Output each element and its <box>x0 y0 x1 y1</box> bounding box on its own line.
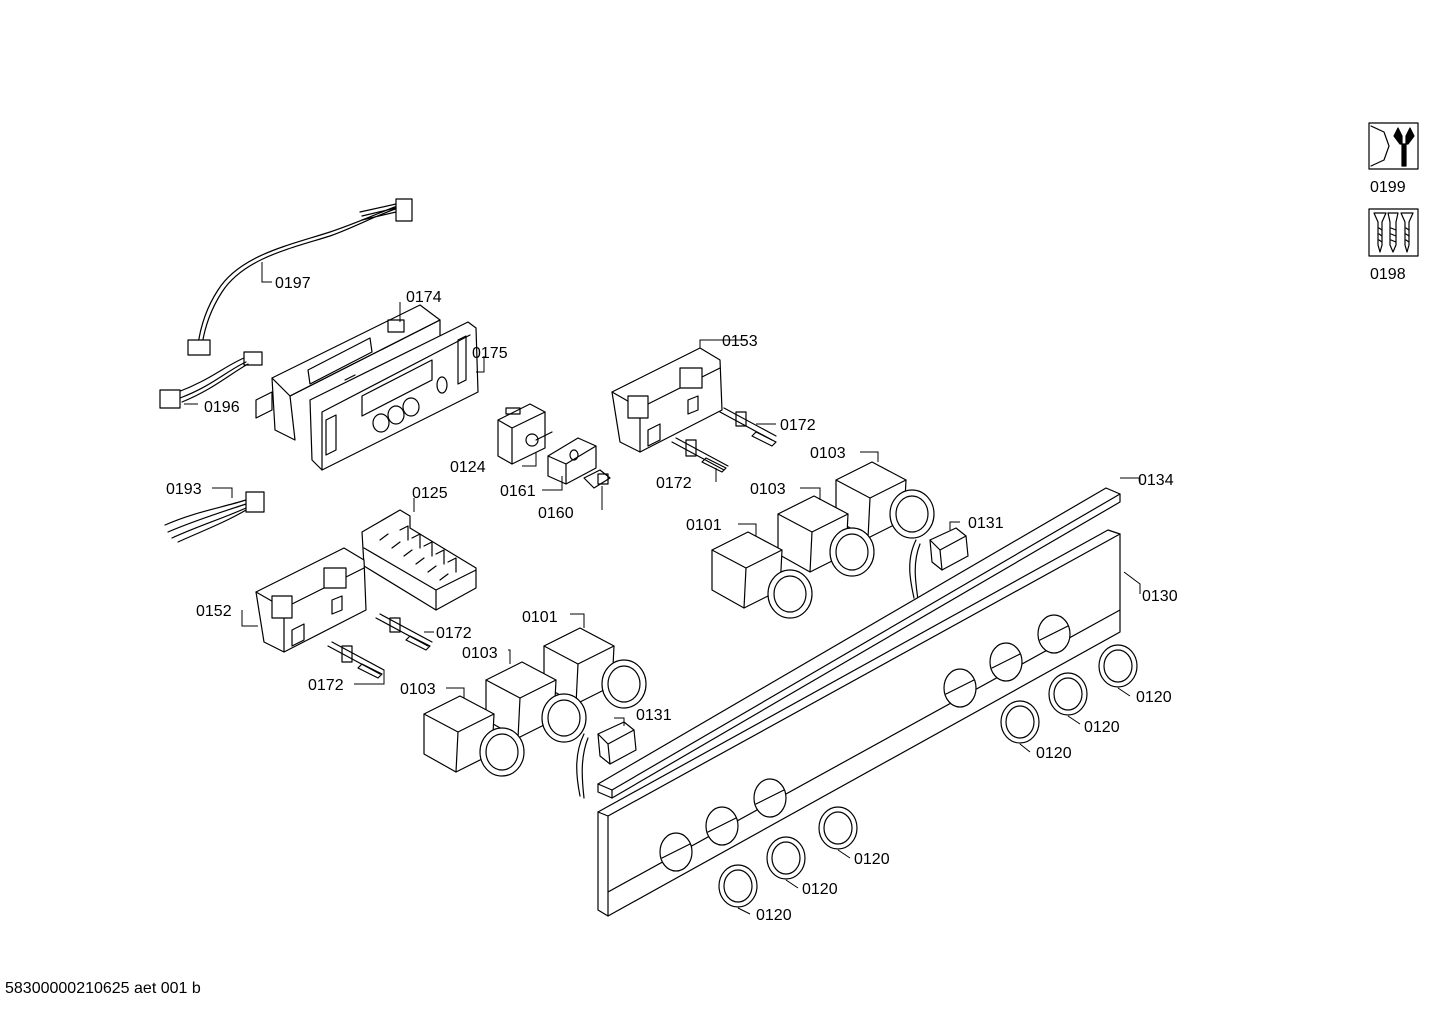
callout-0120-e: 0120 <box>802 881 838 898</box>
part-0120-ring-c[interactable] <box>1000 700 1040 744</box>
callout-0120-d: 0120 <box>854 851 890 868</box>
screws-icon <box>1368 208 1419 257</box>
part-0124-thermostat[interactable] <box>497 403 553 465</box>
part-0131-ignition-b[interactable] <box>576 721 637 799</box>
callout-0103-lower-a: 0103 <box>462 645 498 662</box>
screws-icon-group[interactable]: 0198 <box>1368 208 1419 283</box>
callout-0120-b: 0120 <box>1084 719 1120 736</box>
part-0131-ignition-a[interactable] <box>909 527 969 601</box>
part-0103-burner-switch-c[interactable] <box>485 661 587 743</box>
part-0101-burner-switch[interactable] <box>711 531 813 619</box>
callout-0120-f: 0120 <box>756 907 792 924</box>
callout-0125: 0125 <box>412 485 448 502</box>
part-0172-switch-b[interactable] <box>671 437 729 473</box>
part-0152-relay-board[interactable] <box>255 547 367 653</box>
callout-0175: 0175 <box>472 345 508 362</box>
callout-0103-upper-a: 0103 <box>810 445 846 462</box>
part-0120-ring-b[interactable] <box>1048 672 1088 716</box>
part-0153-relay-board[interactable] <box>611 347 723 453</box>
callout-0174: 0174 <box>406 289 442 306</box>
callout-0101-lower: 0101 <box>522 609 558 626</box>
part-0172-switch-c[interactable] <box>375 613 433 651</box>
callout-0134: 0134 <box>1138 472 1174 489</box>
part-0120-ring-a[interactable] <box>1098 644 1138 688</box>
part-0193-cable[interactable] <box>164 491 265 543</box>
callout-0130: 0130 <box>1142 588 1178 605</box>
tools-label: 0199 <box>1370 179 1406 196</box>
part-0196-cable[interactable] <box>159 351 263 409</box>
part-0172-switch-a[interactable] <box>719 407 777 447</box>
callout-0160: 0160 <box>538 505 574 522</box>
part-0120-ring-f[interactable] <box>718 864 758 908</box>
callout-0172-top-right: 0172 <box>780 417 816 434</box>
screws-label: 0198 <box>1370 266 1406 283</box>
callout-0120-a: 0120 <box>1136 689 1172 706</box>
callout-0101-upper: 0101 <box>686 517 722 534</box>
part-0101-burner-switch-lower[interactable] <box>543 627 647 709</box>
document-id: 58300000210625 aet 001 b <box>5 980 201 997</box>
part-0120-ring-e[interactable] <box>766 836 806 880</box>
leader-lines <box>184 262 1141 915</box>
callout-0131-upper: 0131 <box>968 515 1004 532</box>
callout-0124: 0124 <box>450 459 486 476</box>
callout-0153: 0153 <box>722 333 758 350</box>
tools-icon-group[interactable]: 0199 <box>1368 122 1419 196</box>
callout-0172-top-left: 0172 <box>656 475 692 492</box>
callout-0152: 0152 <box>196 603 232 620</box>
part-0197-cable[interactable] <box>187 198 413 356</box>
callout-labels: 0197 0174 0175 0196 0153 0172 0124 0161 … <box>166 275 1178 924</box>
part-0103-burner-switch-b[interactable] <box>777 495 875 577</box>
callout-0120-c: 0120 <box>1036 745 1072 762</box>
callout-0172-left-right: 0172 <box>436 625 472 642</box>
part-0103-burner-switch-a[interactable] <box>835 461 935 539</box>
callout-0103-upper-b: 0103 <box>750 481 786 498</box>
callout-0196: 0196 <box>204 399 240 416</box>
part-0172-switch-d[interactable] <box>327 641 385 679</box>
wrench-icon <box>1368 122 1419 170</box>
callout-0197: 0197 <box>275 275 311 292</box>
part-0130-control-panel[interactable] <box>597 529 1121 917</box>
callout-0193: 0193 <box>166 481 202 498</box>
part-0160-switch[interactable] <box>583 469 611 489</box>
part-0125-terminal-block[interactable] <box>361 509 477 611</box>
part-0134-trim-strip[interactable] <box>597 487 1121 799</box>
part-0175-frame[interactable] <box>309 321 479 471</box>
callout-0161: 0161 <box>500 483 536 500</box>
callout-0131-lower: 0131 <box>636 707 672 724</box>
callout-0103-lower-b: 0103 <box>400 681 436 698</box>
part-0174-module[interactable] <box>255 304 441 441</box>
callout-0172-left-bottom: 0172 <box>308 677 344 694</box>
part-0120-ring-d[interactable] <box>818 806 858 850</box>
part-0103-burner-switch-d[interactable] <box>423 695 525 777</box>
part-0161-bracket[interactable] <box>547 437 597 485</box>
